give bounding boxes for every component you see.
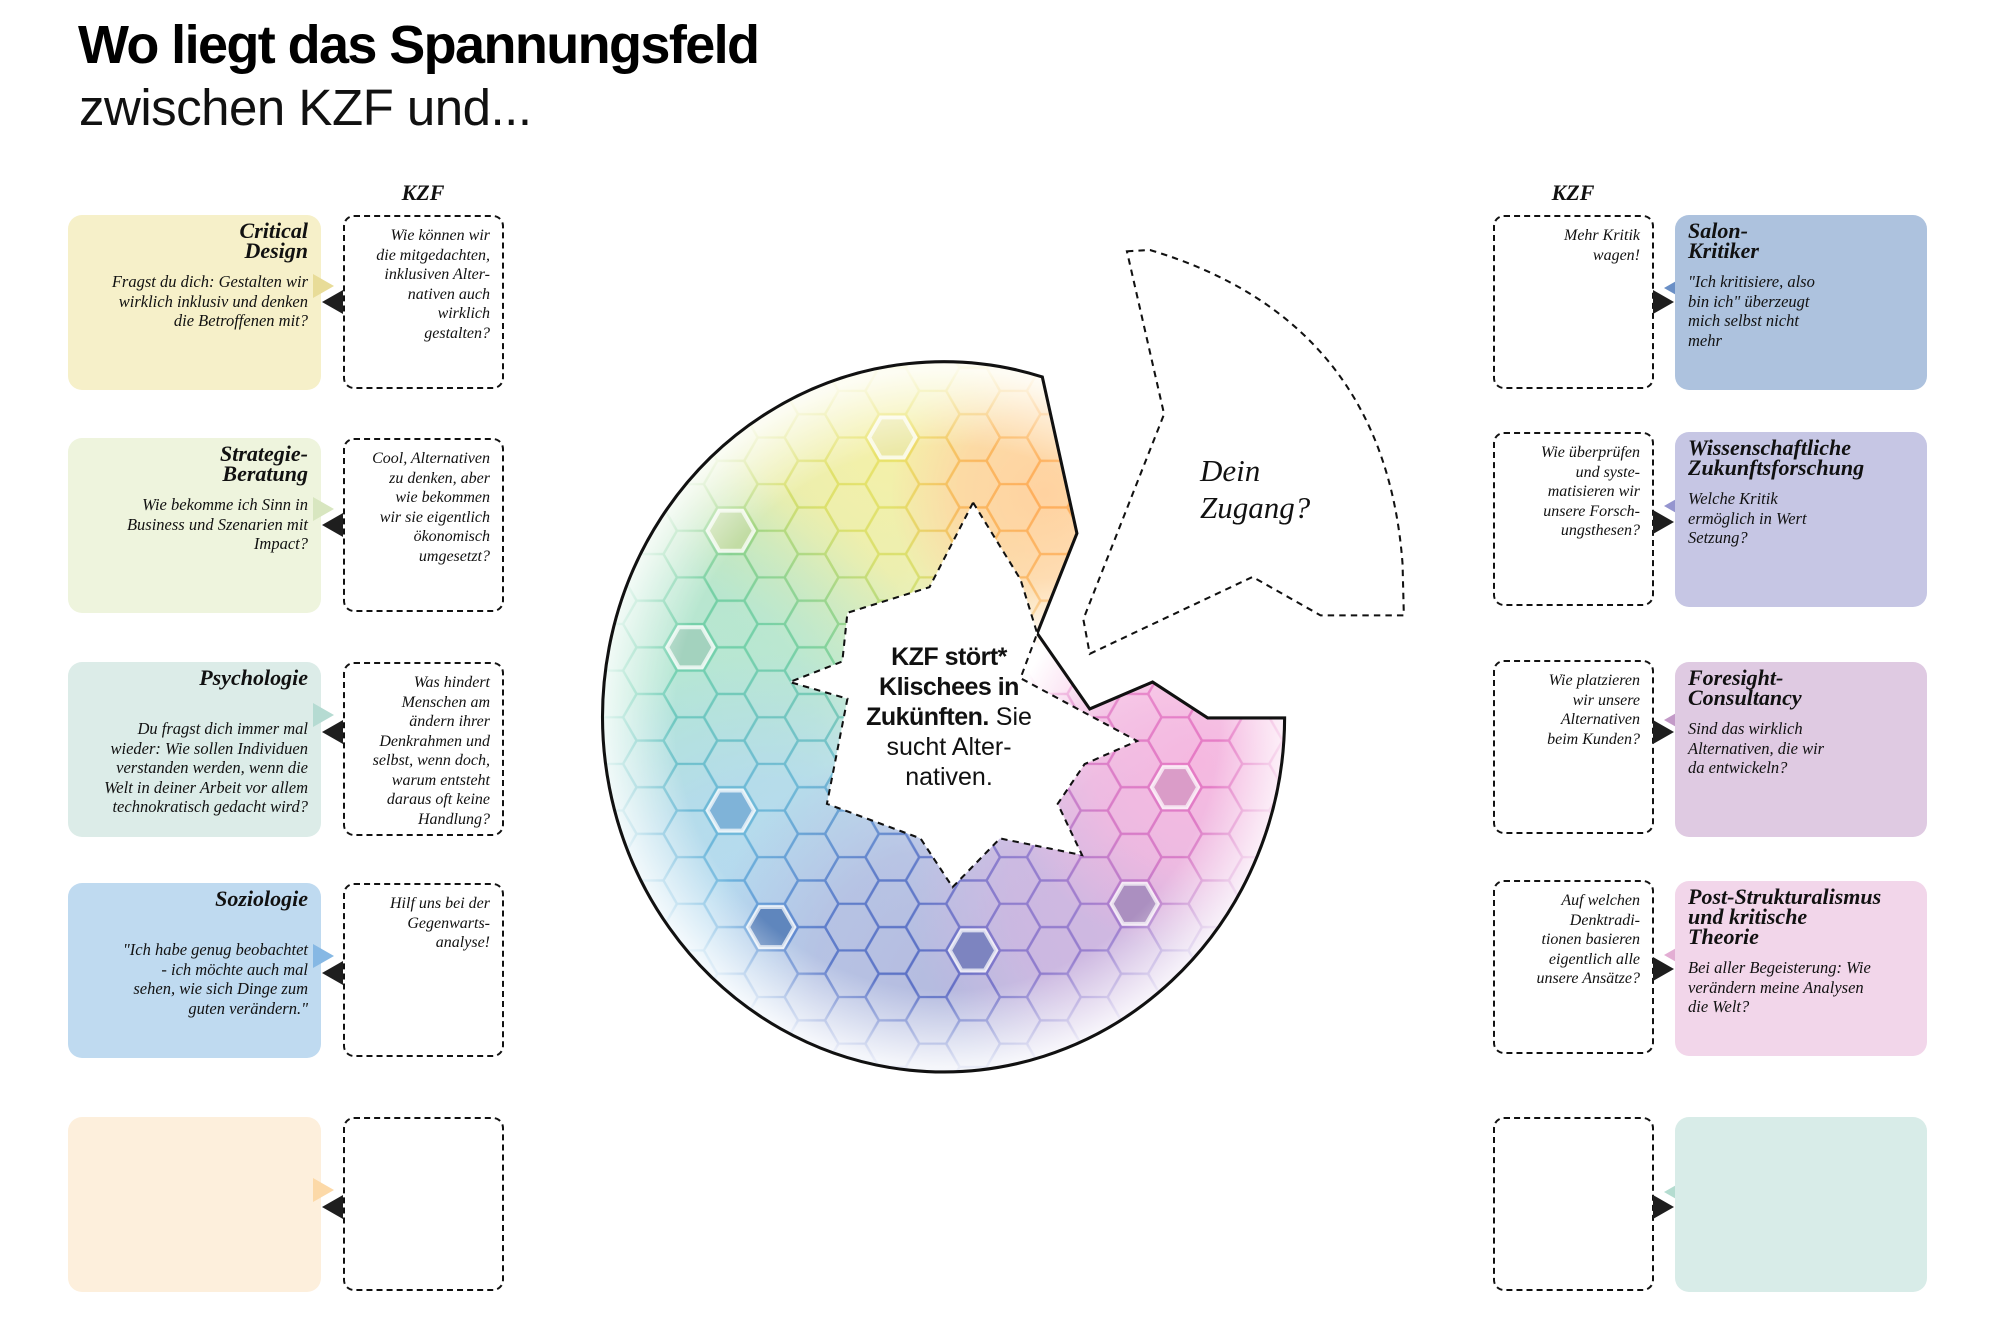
kzf-column-label-right: KZF (1551, 180, 1595, 205)
arrow-left-icon (322, 290, 343, 314)
circle-outline (601, 360, 1287, 1074)
discipline-card-critical-design: Critical Design Fragst du dich: Gestalte… (68, 215, 321, 390)
kzf-answer-box (343, 1117, 504, 1291)
discipline-question: Sind das wirklich Alternativen, die wir … (1688, 719, 1825, 777)
discipline-card-strategie-beratung: Strategie- Beratung Wie bekomme ich Sinn… (68, 438, 321, 613)
discipline-question: Du fragst dich immer mal wieder: Wie sol… (104, 719, 308, 816)
discipline-card-empty (1675, 1117, 1927, 1292)
discipline-title: Salon- Kritiker (1688, 218, 1759, 263)
discipline-title: Strategie- Beratung (220, 441, 308, 486)
discipline-title: Wissenschaftliche Zukunftsforschung (1688, 435, 1865, 480)
discipline-title: Post-Strukturalismus und kritische Theor… (1688, 884, 1882, 949)
center-statement: KZF stört* Klischees in Zukünften. Sie s… (829, 642, 1069, 792)
zugang-dashed-shape[interactable] (1082, 248, 1405, 656)
discipline-question: Welche Kritik ermöglich in Wert Setzung? (1688, 489, 1807, 547)
discipline-title: Foresight- Consultancy (1688, 665, 1802, 710)
discipline-question: "Ich habe genug beobachtet - ich möchte … (122, 940, 308, 1018)
discipline-card-psychologie: Psychologie Du fragst dich immer mal wie… (68, 662, 321, 837)
kzf-answer-box: Hilf uns bei der Gegenwarts- analyse! (343, 883, 504, 1057)
discipline-title: Soziologie (215, 886, 308, 911)
kzf-answer-box: Auf welchen Denktradi- tionen basieren e… (1493, 880, 1654, 1054)
discipline-card-wissenschaftliche-zukunftsforschung: Wissenschaftliche Zukunftsforschung Welc… (1675, 432, 1927, 607)
center-statement-regular: Sie sucht Alter- nativen. (886, 703, 1032, 791)
arrow-left-icon (322, 1195, 343, 1219)
discipline-question: Wie bekomme ich Sinn in Business und Sze… (126, 495, 308, 553)
discipline-card-foresight-consultancy: Foresight- Consultancy Sind das wirklich… (1675, 662, 1927, 837)
star-burst-shape (786, 500, 1140, 889)
arrow-left-icon (322, 961, 343, 985)
kzf-answer-box: Cool, Alternativen zu denken, aber wie b… (343, 438, 504, 612)
discipline-question: "Ich kritisiere, also bin ich" überzeugt… (1688, 272, 1815, 350)
kzf-column-label-left: KZF (401, 180, 445, 205)
page-title: Wo liegt das Spannungsfeld (78, 15, 760, 75)
kzf-answer-box: Wie platzieren wir unsere Alternativen b… (1493, 660, 1654, 834)
discipline-card-empty (68, 1117, 321, 1292)
dein-zugang-label: Dein Zugang? (1200, 453, 1311, 525)
discipline-card-post-strukturalismus: Post-Strukturalismus und kritische Theor… (1675, 881, 1927, 1056)
center-statement-bold: KZF stört* Klischees in Zukünften. (866, 643, 1019, 731)
kzf-answer-box: Wie können wir die mitgedachten, inklusi… (343, 215, 504, 389)
arrow-left-icon (322, 720, 343, 744)
kzf-answer-box: Wie überprüfen und syste- matisieren wir… (1493, 432, 1654, 606)
discipline-title: Critical Design (239, 218, 308, 263)
kzf-answer-box: Was hindert Menschen am ändern ihrer Den… (343, 662, 504, 836)
page-subtitle: zwischen KZF und... (79, 79, 532, 136)
arrow-left-icon (322, 513, 343, 537)
discipline-title: Psychologie (199, 665, 308, 690)
discipline-question: Fragst du dich: Gestalten wir wirklich i… (111, 272, 308, 330)
discipline-question: Bei aller Begeisterung: Wie verändern me… (1688, 958, 1871, 1016)
discipline-card-soziologie: Soziologie "Ich habe genug beobachtet - … (68, 883, 321, 1058)
discipline-card-salon-kritiker: Salon- Kritiker "Ich kritisiere, also bi… (1675, 215, 1927, 390)
